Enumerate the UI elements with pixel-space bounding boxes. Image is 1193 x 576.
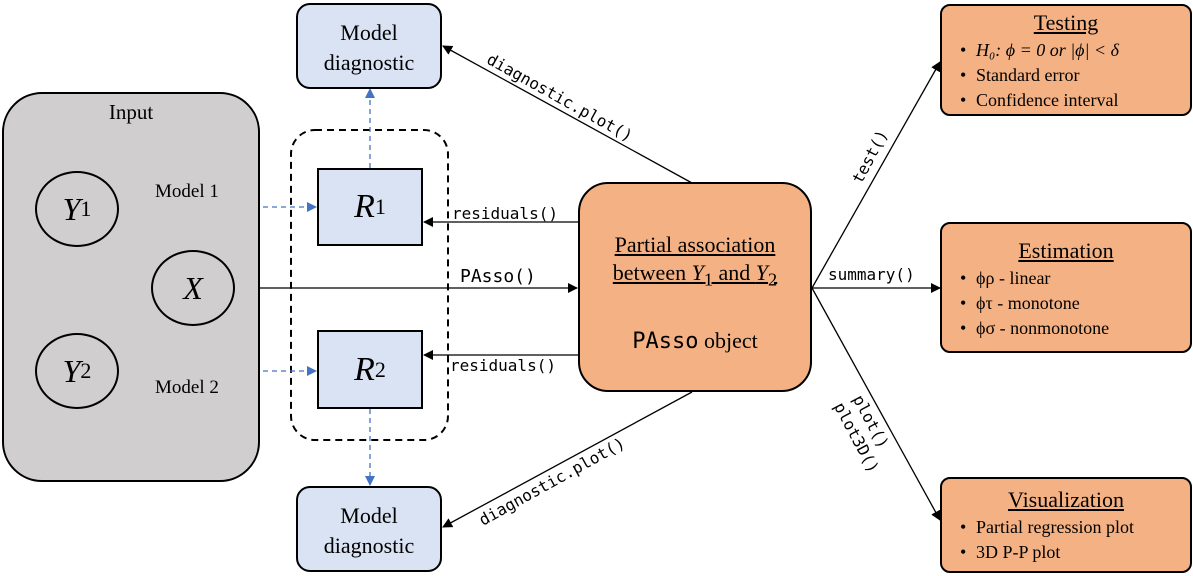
visualization-title: Visualization <box>1008 487 1124 512</box>
diagnostic-bottom-line2: diagnostic <box>323 533 415 558</box>
passo-object-code: PAsso <box>632 329 699 355</box>
diagnostic-top-arrow <box>442 45 693 184</box>
passo-function-label: PAsso() <box>460 266 536 287</box>
input-title: Input <box>108 100 154 124</box>
diagnostic-bottom-arrow <box>442 391 693 528</box>
y1-label: Y <box>62 190 81 227</box>
estimation-box: Estimation ϕρ - linear ϕτ - monotone ϕσ … <box>940 222 1192 353</box>
estimation-item: ϕσ - nonmonotone <box>954 316 1190 341</box>
center-y1: Y <box>691 260 704 285</box>
residuals-top-label: residuals() <box>452 204 558 223</box>
r1-subscript: 1 <box>374 194 386 219</box>
summary-function-label: summary() <box>828 265 915 284</box>
estimation-item: ϕτ - monotone <box>954 291 1190 316</box>
visualization-list: Partial regression plot 3D P-P plot <box>942 515 1190 565</box>
testing-list: H₀: ϕ = 0 or |ϕ| < δ Standard error Conf… <box>942 38 1190 113</box>
center-y1-sub: 1 <box>703 269 714 290</box>
y2-label: Y <box>62 352 81 389</box>
model1-label: Model 1 <box>155 181 219 202</box>
estimation-item: ϕρ - linear <box>954 266 1190 291</box>
diagnostic-bottom-line1: Model <box>340 503 398 528</box>
diagnostic-top-line1: Model <box>340 20 398 45</box>
y2-subscript: 2 <box>80 358 92 383</box>
center-title-line2: between Y1 and Y2 <box>580 259 810 293</box>
testing-item: Confidence interval <box>954 88 1190 113</box>
estimation-title: Estimation <box>1018 238 1114 263</box>
visualization-item: Partial regression plot <box>954 515 1190 540</box>
center-and-text: and <box>713 260 756 285</box>
estimation-list: ϕρ - linear ϕτ - monotone ϕσ - nonmonoto… <box>942 266 1190 341</box>
visualization-item: 3D P-P plot <box>954 540 1190 565</box>
testing-box: Testing H₀: ϕ = 0 or |ϕ| < δ Standard er… <box>940 4 1192 116</box>
center-y2-sub: 2 <box>768 269 778 290</box>
passo-object-text: object <box>698 328 758 354</box>
test-arrow <box>811 61 941 289</box>
r1-label: R <box>354 188 375 225</box>
r2-subscript: 2 <box>374 356 386 382</box>
model2-label: Model 2 <box>155 377 219 398</box>
model-diagnostic-bottom: Model diagnostic <box>296 486 442 572</box>
plot-arrow <box>811 287 941 521</box>
model-diagnostic-top: Model diagnostic <box>296 3 442 89</box>
r2-label: R <box>354 350 375 388</box>
passo-object-label: PAsso object <box>580 327 810 356</box>
center-title-line1: Partial association <box>614 232 776 257</box>
partial-association-box: Partial association between Y1 and Y2 PA… <box>578 182 812 392</box>
center-y2: Y <box>755 260 769 285</box>
testing-item-text: H₀: ϕ = 0 or |ϕ| < δ <box>976 40 1119 60</box>
diagnostic-top-line2: diagnostic <box>323 50 415 75</box>
y1-subscript: 1 <box>80 196 92 221</box>
residuals-bottom-label: residuals() <box>450 356 556 375</box>
testing-item: H₀: ϕ = 0 or |ϕ| < δ <box>954 38 1190 63</box>
testing-item: Standard error <box>954 63 1190 88</box>
testing-title: Testing <box>1033 10 1099 35</box>
x-label: X <box>183 269 203 306</box>
x-node: X <box>151 250 235 326</box>
center-between-text: between <box>612 260 692 285</box>
visualization-box: Visualization Partial regression plot 3D… <box>940 477 1192 573</box>
